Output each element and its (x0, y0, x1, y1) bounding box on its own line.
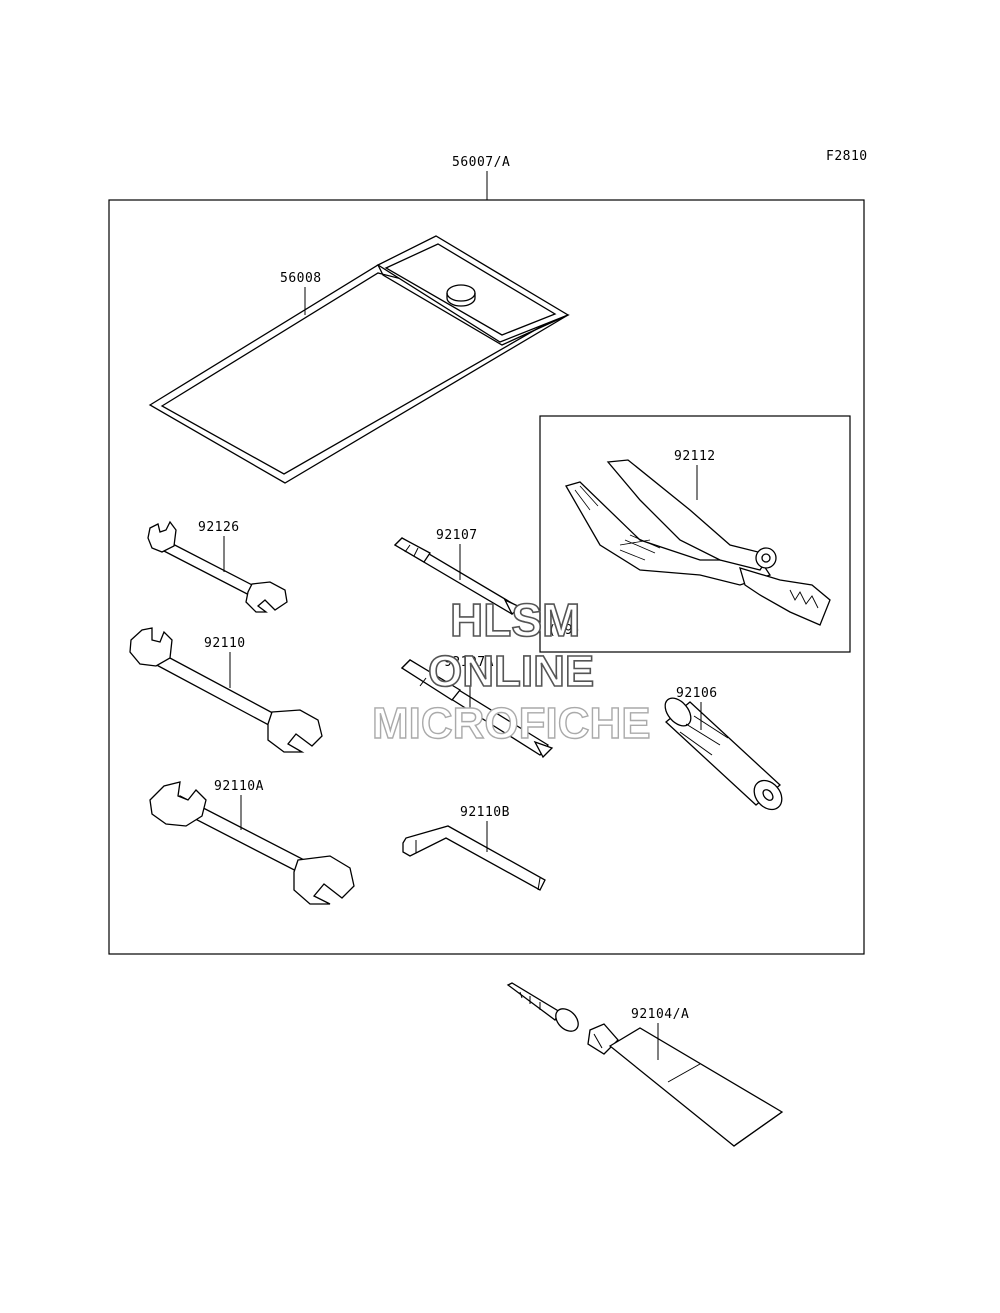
screwdriver-part-label: 92107 (436, 528, 478, 543)
screwdriver-drawing (393, 537, 522, 616)
screwdriver-note: (09) (548, 623, 581, 638)
kit-frame (108, 199, 865, 955)
wrench-small-part-label: 92126 (198, 520, 240, 535)
handle-part-label: 92106 (676, 686, 718, 701)
tool-pouch-drawing (148, 235, 570, 484)
wrench-mid-drawing (129, 627, 323, 753)
grease-tube-drawing (506, 982, 784, 1147)
grease-tube-part-label: 92104/A (631, 1007, 689, 1022)
watermark-line-2: ONLINE (428, 647, 594, 696)
figure-code: F2810 (826, 149, 868, 164)
pliers-frame (539, 415, 851, 653)
watermark-line-1: HLSM (450, 594, 580, 646)
screwdriver-bit-part-label: 92107A (444, 655, 494, 670)
hex-key-drawing (402, 825, 546, 891)
screwdriver-bit-drawing (400, 659, 554, 759)
kit-part-label: 56007/A (452, 155, 510, 170)
pouch-part-label: 56008 (280, 271, 322, 286)
pliers-part-label: 92112 (674, 449, 716, 464)
pliers-drawing (565, 459, 831, 626)
hex-key-part-label: 92110B (460, 805, 510, 820)
wrench-large-drawing (149, 781, 355, 905)
wrench-large-part-label: 92110A (214, 779, 264, 794)
wrench-mid-part-label: 92110 (204, 636, 246, 651)
watermark-line-3: MICROFICHE (372, 699, 651, 748)
handle-drawing (664, 697, 783, 811)
wrench-small-drawing (147, 520, 288, 613)
